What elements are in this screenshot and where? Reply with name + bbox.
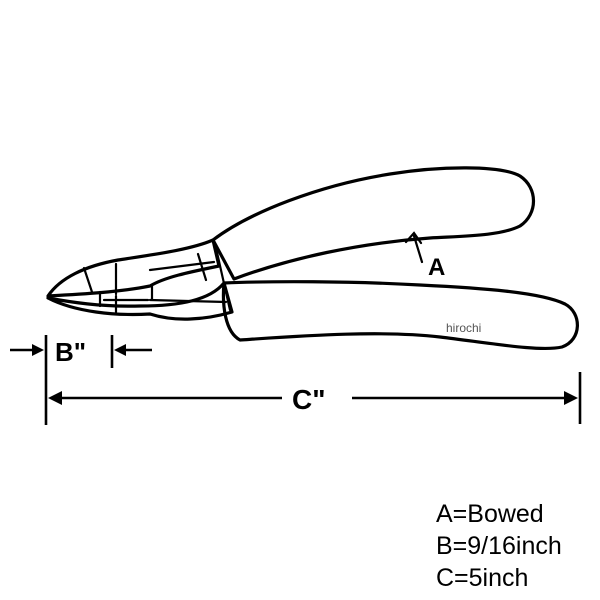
b-left-arrowhead [32,344,44,356]
dimension-c: C" [48,372,582,424]
upper-jaw [46,238,221,298]
label-b: B" [55,337,86,367]
label-a: A [428,254,445,281]
legend-item-c: C=5inch [436,564,529,592]
watermark-text: hirochi [446,321,481,335]
dimension-legend: A=Bowed B=9/16inch C=5inch [436,498,562,594]
label-c: C" [292,384,326,415]
legend-item-b: B=9/16inch [436,532,562,560]
upper-handle [211,166,535,281]
c-right-arrowhead [564,391,578,405]
bow-arrow [404,231,424,264]
c-left-arrowhead [48,391,62,405]
side-cutter-pliers-icon [46,166,579,351]
legend-item-a: A=Bowed [436,500,544,528]
pivot-joint [82,246,232,314]
b-right-arrowhead [114,344,126,356]
lower-jaw [46,281,234,321]
dimension-b: B" [10,335,152,425]
lower-handle [221,280,579,351]
